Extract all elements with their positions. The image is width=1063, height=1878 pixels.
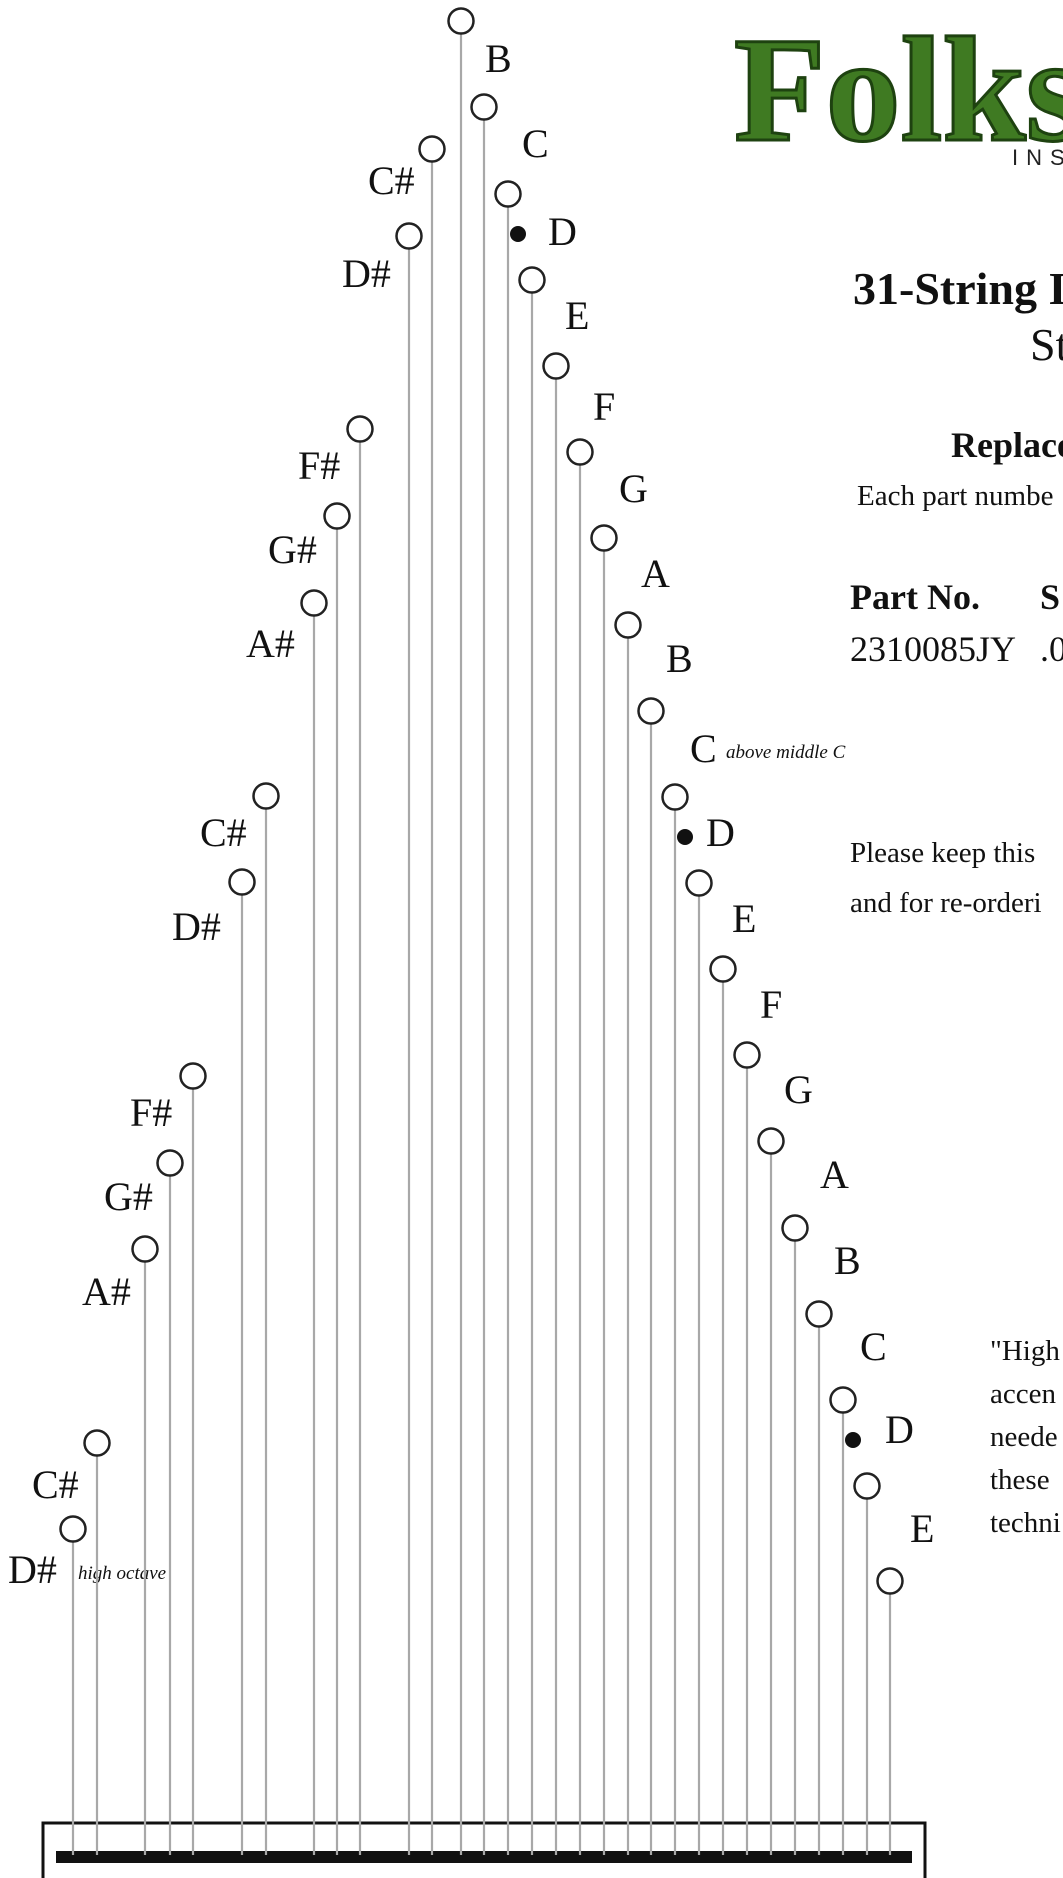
table-cell-size: .0 [1040, 629, 1063, 669]
tuning-peg [323, 502, 351, 530]
tuning-peg [395, 222, 423, 250]
tuning-peg [614, 611, 642, 639]
tuning-peg [131, 1235, 159, 1263]
replacement-heading: Replace [951, 425, 1063, 465]
tuning-peg [494, 180, 522, 208]
table-cell-part: 2310085JY [850, 629, 1017, 669]
tuning-peg [346, 415, 374, 443]
note-label: F [760, 982, 782, 1027]
replacement-subtext: Each part numbe [857, 480, 1054, 512]
tuning-peg [709, 955, 737, 983]
note-label: B [834, 1238, 861, 1283]
folkcraft-logo: Folks INS [733, 6, 1063, 175]
high-note-line1: "High [990, 1335, 1060, 1367]
tuning-peg [179, 1062, 207, 1090]
note-label: C# [200, 810, 247, 855]
tuning-peg [447, 7, 475, 35]
note-label: B [485, 36, 512, 81]
logo-subtext: INS [1012, 145, 1063, 170]
note-label: G# [268, 527, 317, 572]
note-label: G [619, 466, 648, 511]
c-marker-dot [677, 829, 693, 845]
note-label: A# [246, 621, 295, 666]
note-label: G# [104, 1174, 153, 1219]
tuning-peg [733, 1041, 761, 1069]
note-label: D# [8, 1547, 57, 1592]
note-label: D# [172, 904, 221, 949]
tuning-peg [518, 266, 546, 294]
note-label: E [732, 896, 756, 941]
tuning-peg [829, 1386, 857, 1414]
tuning-peg [300, 589, 328, 617]
tuning-peg [661, 783, 689, 811]
tuning-peg [542, 352, 570, 380]
keep-note-line1: Please keep this [850, 837, 1036, 869]
tuning-peg [876, 1567, 904, 1595]
note-label: D# [342, 251, 391, 296]
note-label: C [522, 121, 549, 166]
note-annotation: high octave [78, 1563, 166, 1584]
tuning-peg [853, 1472, 881, 1500]
tuning-peg [637, 697, 665, 725]
high-note-line5: techni [990, 1507, 1061, 1539]
note-label: C [860, 1324, 887, 1369]
note-label: E [565, 293, 589, 338]
table-header-size: S [1040, 577, 1061, 617]
keep-note-line2: and for re-orderi [850, 887, 1042, 919]
note-label: F [593, 384, 615, 429]
note-label: A# [82, 1269, 131, 1314]
tuning-peg [757, 1127, 785, 1155]
c-marker-dot [845, 1432, 861, 1448]
note-label: G [784, 1067, 813, 1112]
high-note-line2: accen [990, 1378, 1056, 1410]
note-label: C# [32, 1462, 79, 1507]
c-marker-dot [510, 226, 526, 242]
note-label: F# [298, 443, 340, 488]
tuning-peg [83, 1429, 111, 1457]
table-header-part: Part No. [850, 577, 980, 617]
note-label: D [548, 209, 577, 254]
note-label: B [666, 636, 693, 681]
tuning-peg [228, 868, 256, 896]
note-label: C [690, 726, 717, 771]
note-label: E [910, 1506, 934, 1551]
note-label: D [885, 1407, 914, 1452]
note-annotation: above middle C [726, 742, 846, 763]
tuning-peg [252, 782, 280, 810]
tuning-peg [805, 1300, 833, 1328]
high-note-line3: neede [990, 1421, 1058, 1453]
note-label: C# [368, 158, 415, 203]
tuning-peg [685, 869, 713, 897]
high-note-line4: these [990, 1464, 1050, 1496]
tuning-peg [590, 524, 618, 552]
note-label: A [641, 551, 670, 596]
note-label: D [706, 810, 735, 855]
tuning-peg [418, 135, 446, 163]
tuning-peg [59, 1515, 87, 1543]
tuning-peg [781, 1214, 809, 1242]
page-title-line2: St [1030, 319, 1063, 370]
note-label: A [820, 1152, 849, 1197]
tuning-peg [470, 93, 498, 121]
page-title-line1: 31-String I [853, 263, 1063, 314]
tuning-peg [156, 1149, 184, 1177]
note-label: F# [130, 1090, 172, 1135]
tuning-peg [566, 438, 594, 466]
logo-text: Folks [734, 7, 1063, 173]
